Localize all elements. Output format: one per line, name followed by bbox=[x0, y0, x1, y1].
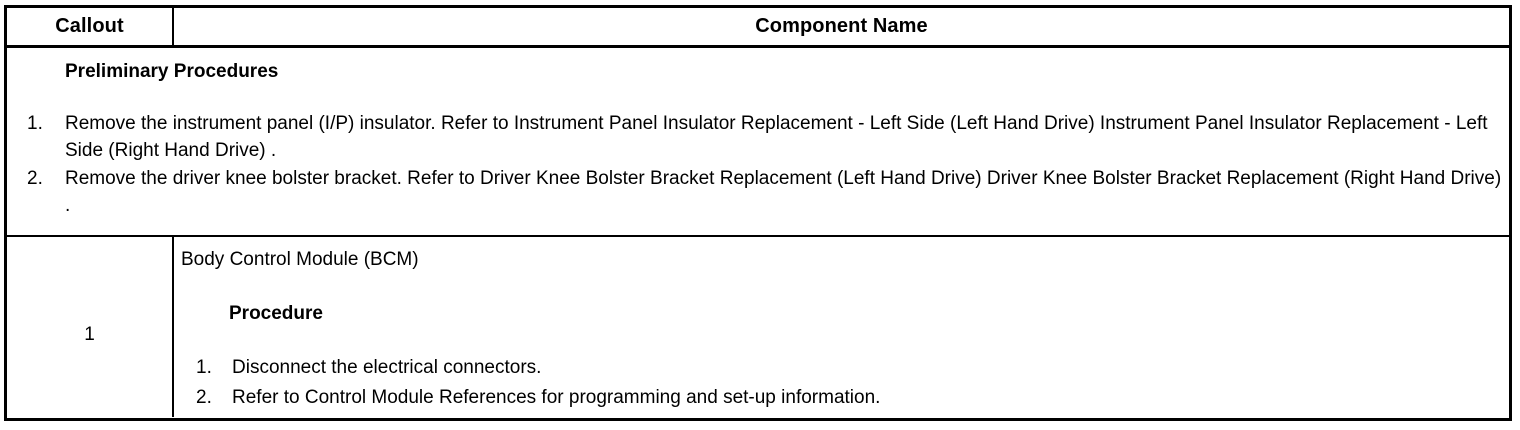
header-cell-callout: Callout bbox=[7, 8, 174, 45]
table-header-row: Callout Component Name bbox=[7, 8, 1509, 48]
row-cell-component-details: Body Control Module (BCM) Procedure 1. D… bbox=[174, 237, 1509, 417]
procedure-heading: Procedure bbox=[229, 303, 323, 324]
preliminary-procedures-row: Preliminary Procedures 1. Remove the ins… bbox=[7, 48, 1509, 237]
list-item-number: 2. bbox=[27, 168, 43, 189]
list-item: 1. Remove the instrument panel (I/P) ins… bbox=[7, 110, 1503, 164]
row-cell-callout: 1 bbox=[7, 237, 174, 417]
list-item-text: Remove the instrument panel (I/P) insula… bbox=[65, 113, 1488, 161]
list-item: 2. Remove the driver knee bolster bracke… bbox=[7, 165, 1503, 219]
preliminary-procedures-list: 1. Remove the instrument panel (I/P) ins… bbox=[7, 110, 1503, 220]
procedure-steps-list: 1. Disconnect the electrical connectors.… bbox=[174, 353, 1503, 413]
list-item-text: Disconnect the electrical connectors. bbox=[232, 357, 542, 378]
service-procedure-table: Callout Component Name Preliminary Proce… bbox=[4, 5, 1512, 421]
list-item-number: 1. bbox=[27, 113, 43, 134]
header-cell-component-name: Component Name bbox=[174, 8, 1509, 45]
header-label-component-name: Component Name bbox=[755, 15, 928, 37]
list-item-text: Remove the driver knee bolster bracket. … bbox=[65, 168, 1502, 216]
component-name-text: Body Control Module (BCM) bbox=[181, 249, 419, 270]
list-item: 2. Refer to Control Module References fo… bbox=[174, 383, 1503, 413]
preliminary-procedures-title: Preliminary Procedures bbox=[65, 61, 279, 82]
callout-number: 1 bbox=[84, 324, 95, 345]
header-label-callout: Callout bbox=[55, 15, 124, 37]
list-item-number: 1. bbox=[196, 357, 212, 378]
list-item-number: 2. bbox=[196, 387, 212, 408]
list-item-text: Refer to Control Module References for p… bbox=[232, 387, 881, 408]
list-item: 1. Disconnect the electrical connectors. bbox=[174, 353, 1503, 383]
table-row: 1 Body Control Module (BCM) Procedure 1.… bbox=[7, 237, 1509, 417]
